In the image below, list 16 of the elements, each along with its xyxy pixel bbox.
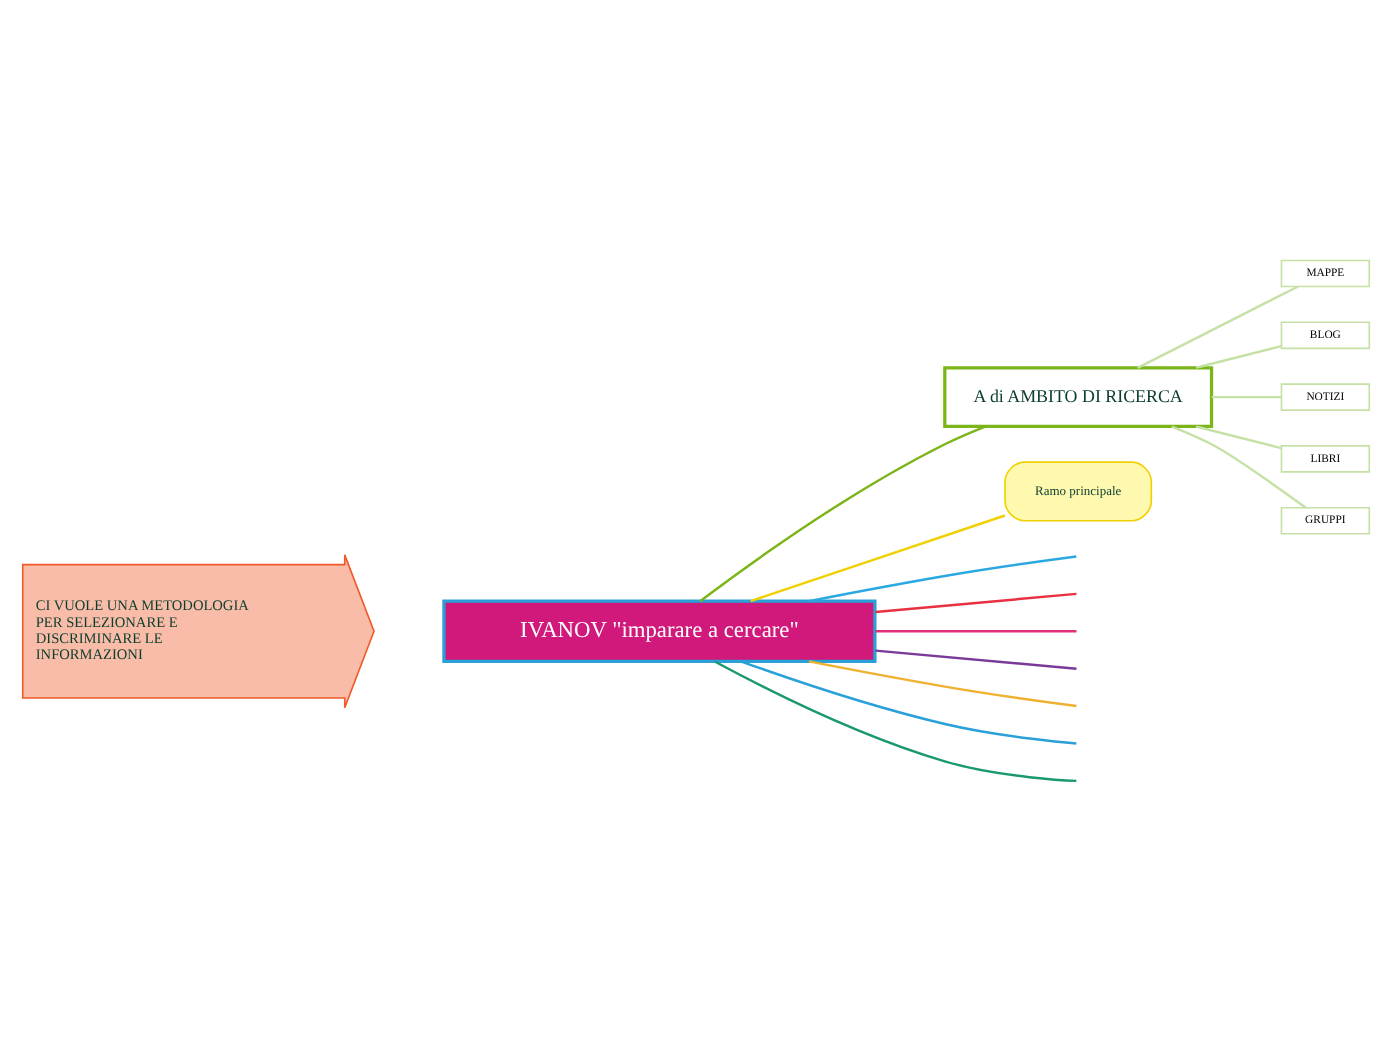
- node-box: IVANOV "imparare a cercare": [442, 598, 877, 662]
- connector: [875, 591, 1077, 613]
- connector: [1195, 343, 1282, 368]
- connector: [1171, 424, 1307, 508]
- connector: [740, 659, 1077, 744]
- connector: [875, 648, 1077, 669]
- connector: [699, 424, 986, 602]
- connector: [1211, 394, 1282, 398]
- connector: [808, 554, 1077, 602]
- node-box: A di AMBITO DI RICERCA: [943, 365, 1214, 427]
- connector: [875, 629, 1077, 632]
- connector: [1137, 284, 1299, 368]
- connector: [750, 513, 1006, 602]
- connector: [714, 659, 1077, 782]
- connector: [808, 659, 1077, 707]
- connector: [1195, 424, 1282, 449]
